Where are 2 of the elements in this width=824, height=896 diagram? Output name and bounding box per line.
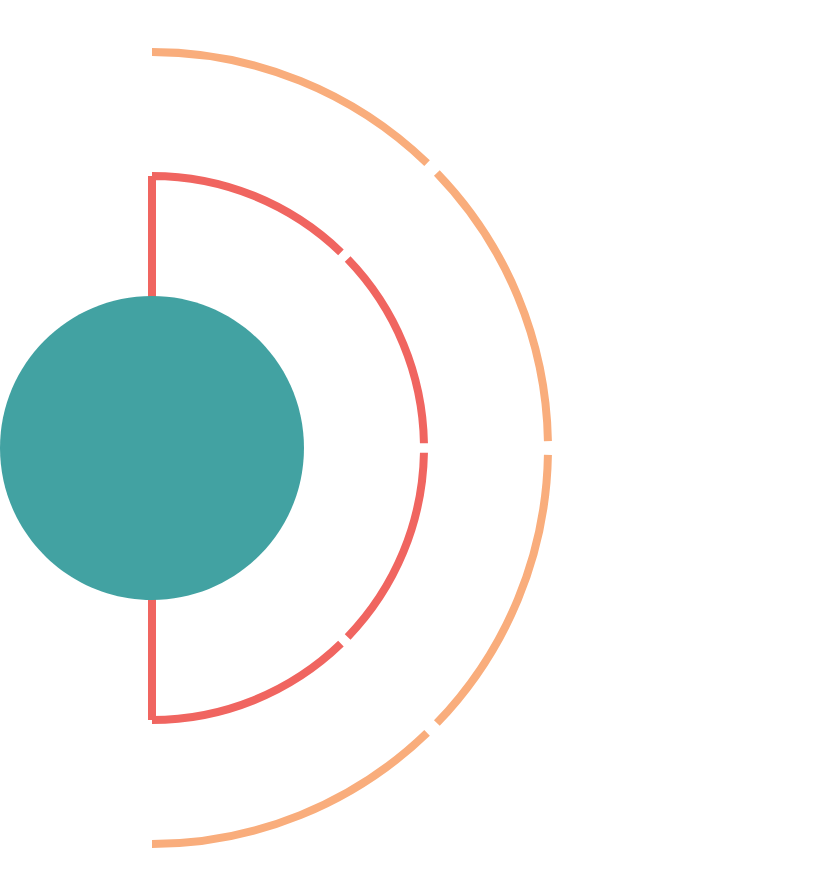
arc bbox=[148, 48, 552, 848]
disc bbox=[0, 296, 304, 600]
